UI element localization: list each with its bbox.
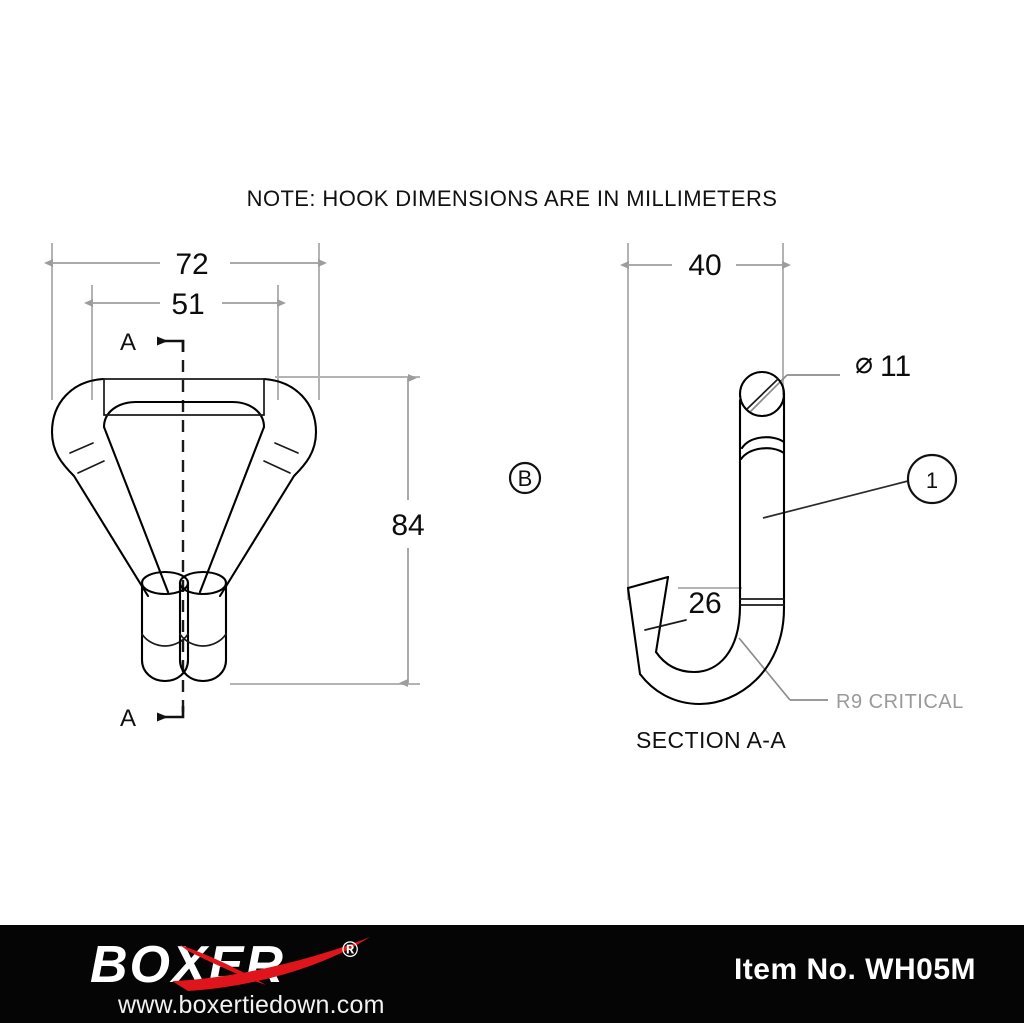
hook-inner-bend — [654, 604, 742, 674]
registered-mark: ® — [342, 937, 359, 962]
hook-outline-right-outer — [218, 377, 318, 598]
hook-tip-end-face-outer — [626, 586, 642, 676]
barrel-right-seam — [179, 633, 227, 647]
radius-critical-note: R9 CRITICAL — [836, 691, 964, 713]
hook-outer-bend — [638, 606, 786, 706]
pin-cut-hatch — [746, 378, 779, 410]
section-mark-bottom: A — [120, 705, 136, 732]
brand-wordmark: BOXER — [90, 936, 285, 994]
hook-outline-left-outer — [50, 377, 150, 598]
hook-section-geometry — [626, 370, 786, 706]
shank-collar-arc-lower — [739, 447, 786, 461]
hook-top-view-geometry — [50, 377, 318, 683]
dimension-diameter-11: 11 — [880, 350, 911, 383]
hook-tip-face — [626, 575, 670, 590]
balloon-1-label: 1 — [926, 468, 938, 493]
hook-tip-end-face-inner — [654, 575, 670, 654]
dimension-72: 72 — [175, 248, 208, 281]
balloon-1-circle — [906, 453, 958, 505]
dimension-40: 40 — [688, 249, 721, 282]
hook-tip-facet — [644, 619, 687, 631]
dimension-84: 84 — [391, 509, 424, 542]
facet-left-a — [69, 442, 94, 454]
detail-mark-b: B — [508, 461, 542, 495]
section-mark-top: A — [120, 329, 136, 356]
barrel-left-body — [140, 581, 190, 683]
brand-url: www.boxertiedown.com — [118, 991, 385, 1019]
hook-inner-edge-left — [102, 425, 170, 594]
barrel-right-body — [178, 581, 228, 683]
item-number-label: Item No. WH05M — [733, 953, 976, 986]
dimension-51: 51 — [171, 288, 204, 321]
section-arrow-bottom — [157, 706, 185, 722]
detail-b-label: B — [518, 466, 533, 491]
section-arrow-top — [157, 336, 185, 352]
note-text: NOTE: HOOK DIMENSIONS ARE IN MILLIMETERS — [247, 186, 778, 211]
detail-b-circle — [508, 461, 542, 495]
hook-inner-edge-right — [198, 425, 266, 594]
dimension-26: 26 — [688, 587, 721, 620]
shank-collar-arc-upper — [740, 436, 786, 450]
diameter-symbol: ⌀ — [855, 347, 873, 380]
facet-left-b — [77, 460, 105, 474]
footer-bar: BOXER ® www.boxertiedown.com Item No. WH… — [0, 925, 1024, 1023]
brand-logo: BOXER ® www.boxertiedown.com — [90, 933, 390, 1019]
leader-balloon-1 — [762, 480, 909, 519]
facet-right-a — [274, 442, 299, 454]
barrel-left-seam — [141, 633, 189, 647]
section-title: SECTION A-A — [636, 727, 786, 753]
leader-diameter-seg1 — [749, 374, 788, 413]
facet-right-b — [263, 460, 291, 474]
